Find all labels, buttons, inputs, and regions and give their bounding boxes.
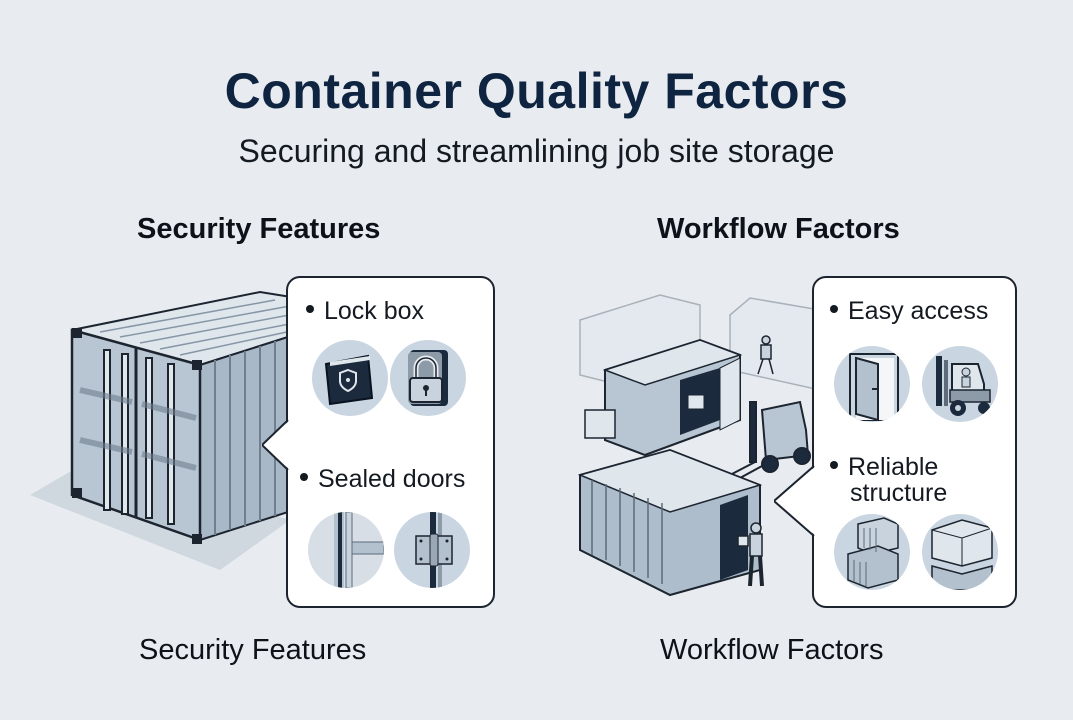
section-heading-security: Security Features <box>137 213 381 245</box>
open-door-icon <box>834 346 910 422</box>
bullet-dot <box>306 305 314 314</box>
page-title: Container Quality Factors <box>224 63 849 119</box>
security-callout: Lock box Sealed doors <box>262 276 495 608</box>
page-subtitle: Securing and streamlining job site stora… <box>238 133 835 169</box>
section-heading-workflow: Workflow Factors <box>657 213 900 245</box>
bullet-dot <box>300 473 308 482</box>
forklift-icon <box>922 346 998 422</box>
shipping-container-illustration <box>30 290 310 570</box>
section-footer-workflow: Workflow Factors <box>660 634 884 666</box>
bullet-easy-access: Easy access <box>830 298 988 324</box>
door-hinge-icon <box>394 512 470 588</box>
bullet-lock-box: Lock box <box>306 298 424 324</box>
workflow-callout: Easy access Reliable structure <box>774 276 1017 608</box>
container-stack-corner-icon <box>922 514 998 590</box>
door-seal-icon <box>308 512 384 588</box>
callout-pointer <box>262 420 290 470</box>
callout-pointer <box>774 466 816 536</box>
bullet-label-line-1: Reliable <box>848 453 939 481</box>
stacked-containers-icon <box>834 514 910 590</box>
forklift <box>729 400 811 479</box>
bullet-label-line-2: structure <box>850 479 948 507</box>
section-footer-security: Security Features <box>139 634 367 666</box>
bullet-dot <box>830 461 838 470</box>
bullet-label: Sealed doors <box>318 465 466 493</box>
container-yard-illustration <box>577 294 820 597</box>
bullet-dot <box>830 305 838 314</box>
bullet-reliable-structure: Reliable structure <box>830 454 947 506</box>
bullet-label: Lock box <box>324 297 425 325</box>
lock-box-shield-icon <box>312 340 388 416</box>
bullet-label: Easy access <box>848 297 989 325</box>
bullet-sealed-doors: Sealed doors <box>300 466 465 492</box>
padlock-icon <box>390 340 466 416</box>
